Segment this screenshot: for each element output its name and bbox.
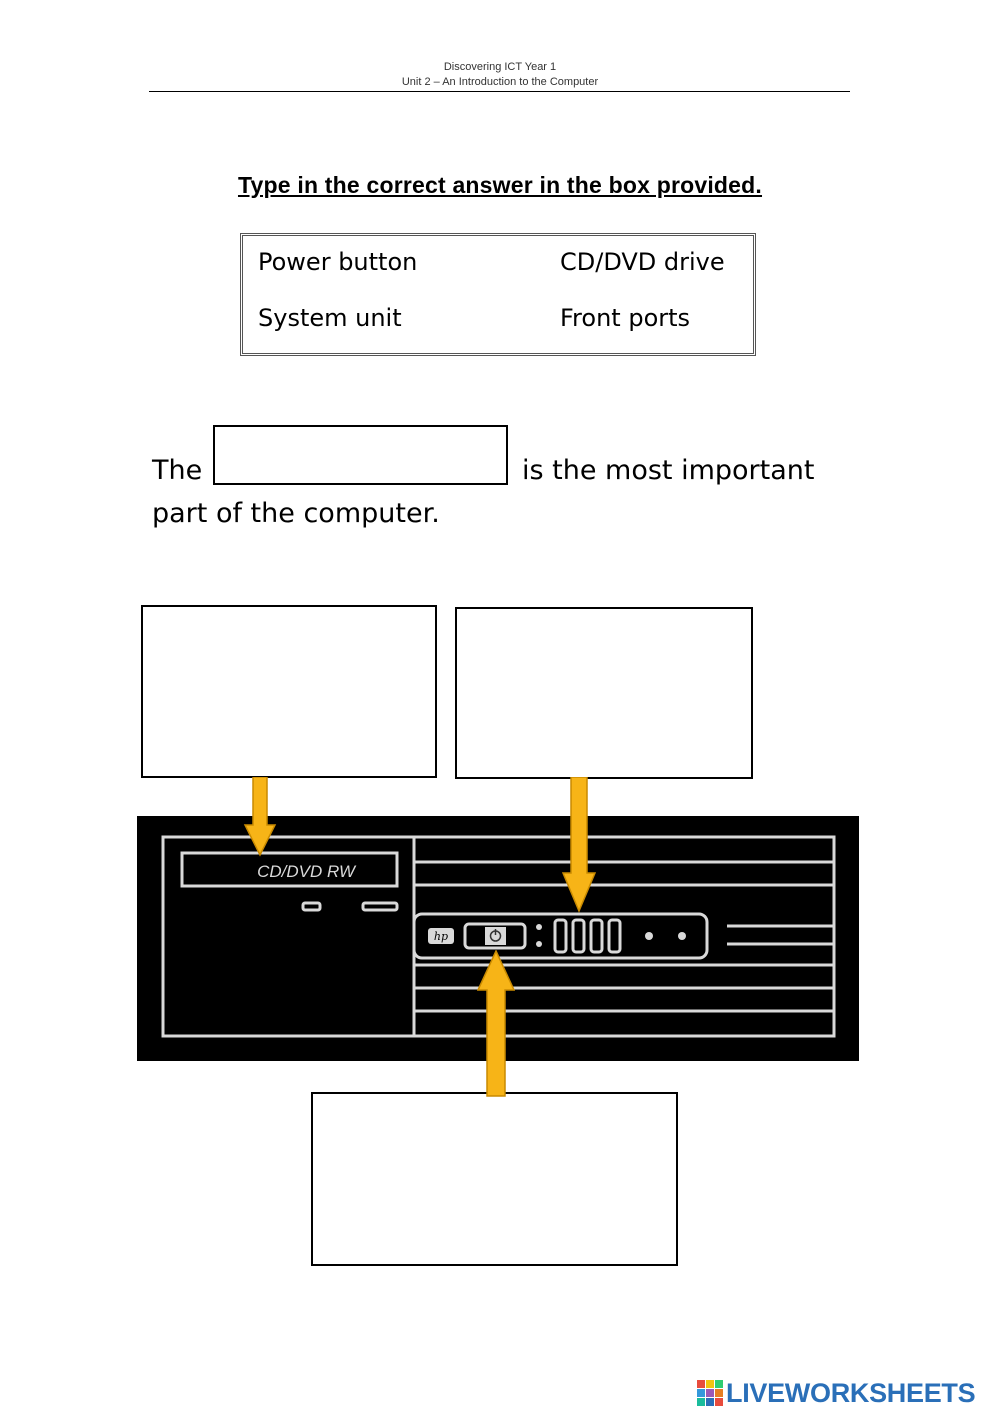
header-course-title: Discovering ICT Year 1 (443, 61, 557, 73)
word-bank: Power button CD/DVD drive System unit Fr… (240, 233, 756, 356)
liveworksheets-watermark: LIVEWORKSHEETS (696, 1377, 976, 1409)
sentence-answer-input[interactable] (213, 425, 508, 485)
ports-answer-input[interactable] (455, 607, 753, 779)
word-bank-item: Front ports (560, 304, 691, 332)
hp-logo-icon: hp (428, 928, 454, 944)
power-icon (485, 927, 506, 945)
instruction-heading: Type in the correct answer in the box pr… (237, 172, 763, 198)
sentence-end: is the most important (522, 455, 815, 486)
header-unit-title: Unit 2 – An Introduction to the Computer (401, 76, 599, 88)
word-bank-item: System unit (258, 304, 402, 332)
arrow-to-power-icon (477, 950, 515, 1097)
hp-logo-text: hp (434, 930, 448, 943)
word-bank-item: Power button (258, 248, 418, 276)
liveworksheets-text: LIVEWORKSHEETS (726, 1377, 976, 1408)
liveworksheets-logo-icon (696, 1379, 724, 1407)
sentence-line2: part of the computer. (152, 498, 440, 529)
indicator-light-icon (645, 932, 653, 940)
arrow-to-drive-icon (243, 777, 277, 857)
arrow-to-ports-icon (562, 777, 596, 913)
drive-answer-input[interactable] (141, 605, 437, 778)
power-answer-input[interactable] (311, 1092, 678, 1266)
header-divider (149, 91, 850, 92)
indicator-light-icon (678, 932, 686, 940)
word-bank-item: CD/DVD drive (560, 248, 725, 276)
sentence-start: The (152, 455, 203, 486)
drive-label: CD/DVD RW (257, 862, 357, 881)
